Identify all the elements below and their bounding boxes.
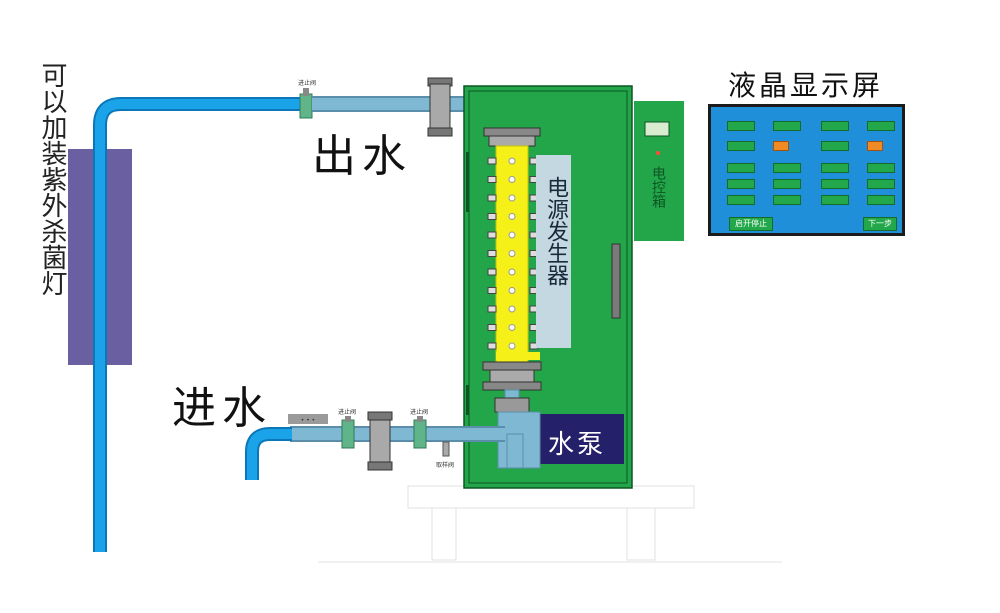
generator-bolt bbox=[487, 268, 497, 276]
lcd-status-cell bbox=[821, 179, 849, 189]
generator-bolt bbox=[487, 324, 497, 331]
top-valve[interactable] bbox=[299, 88, 313, 119]
lcd-status-cell bbox=[867, 121, 895, 131]
generator-node bbox=[508, 287, 516, 294]
water-pump bbox=[540, 414, 624, 464]
base-platform bbox=[318, 485, 782, 563]
lcd-status-cell bbox=[727, 179, 755, 189]
generator-bolt bbox=[487, 250, 497, 257]
lcd-status-cell bbox=[727, 121, 755, 131]
water-out-label: 出水 bbox=[312, 131, 412, 182]
generator-node bbox=[508, 231, 516, 239]
lcd-status-cell bbox=[773, 179, 801, 189]
top-flange bbox=[427, 77, 453, 137]
lcd-status-cell bbox=[867, 163, 895, 173]
lcd-status-cell bbox=[773, 163, 801, 173]
inlet-valve-1[interactable] bbox=[341, 416, 355, 449]
generator-node bbox=[508, 342, 516, 350]
lcd-status-cell bbox=[821, 141, 849, 151]
lcd-status-cell bbox=[773, 141, 789, 151]
lcd-status-cell bbox=[821, 195, 849, 205]
generator-bolt bbox=[487, 287, 497, 294]
generator-label: 电源发生器 bbox=[543, 176, 568, 286]
generator-label-panel bbox=[536, 155, 571, 348]
lcd-status-cell bbox=[867, 179, 895, 189]
inlet-valve-1-label: 进止阀 bbox=[338, 409, 357, 416]
generator-node bbox=[508, 213, 516, 220]
lcd-status-cell bbox=[821, 163, 849, 173]
generator-bolt bbox=[487, 157, 497, 165]
inlet-nameplate bbox=[288, 414, 328, 424]
generator-node bbox=[508, 176, 516, 183]
cabinet-hinge bbox=[466, 152, 469, 212]
control-box-indicator bbox=[656, 151, 660, 155]
generator-node bbox=[508, 157, 516, 165]
inlet-valve-2-label: 进止阀 bbox=[410, 409, 429, 416]
generator-bolt bbox=[487, 194, 497, 202]
pump-label: 水泵 bbox=[548, 430, 607, 460]
generator-bolt bbox=[487, 176, 497, 183]
lcd-status-cell bbox=[727, 163, 755, 173]
lcd-status-cell bbox=[821, 121, 849, 131]
svg-text:• • •: • • • bbox=[301, 417, 315, 424]
generator-bolts bbox=[487, 157, 539, 350]
sample-valve-label: 取样阀 bbox=[436, 462, 455, 469]
control-box-label: 电控箱 bbox=[650, 166, 666, 208]
water-in-label: 进水 bbox=[172, 383, 272, 434]
inlet-flange bbox=[367, 411, 393, 471]
generator-bolt bbox=[487, 213, 497, 220]
generator-node bbox=[508, 250, 516, 257]
lcd-next-button[interactable]: 下一步 bbox=[863, 217, 897, 231]
lcd-start-stop-button[interactable]: 启开停止 bbox=[729, 217, 773, 231]
generator-node bbox=[508, 194, 516, 202]
lcd-status-cell bbox=[727, 195, 755, 205]
sample-valve[interactable] bbox=[442, 441, 450, 457]
generator-bolt bbox=[487, 231, 497, 239]
lcd-status-cell bbox=[867, 141, 883, 151]
control-box-meter bbox=[644, 121, 670, 137]
uv-lamp-label: 可以加装紫外杀菌灯 bbox=[37, 62, 67, 296]
lcd-screen: 启开停止 下一步 bbox=[708, 104, 905, 236]
lcd-status-cell bbox=[773, 121, 801, 131]
generator-node bbox=[508, 324, 516, 331]
generator-node bbox=[508, 268, 516, 276]
lcd-title: 液晶显示屏 bbox=[728, 69, 884, 102]
lcd-status-cell bbox=[867, 195, 895, 205]
lcd-status-cell bbox=[773, 195, 801, 205]
generator-bolt bbox=[487, 305, 497, 313]
lower-flange bbox=[482, 361, 542, 413]
lcd-status-cell bbox=[727, 141, 755, 151]
inlet-valve-2[interactable] bbox=[413, 416, 427, 449]
generator-bolt bbox=[487, 342, 497, 350]
cabinet-handle[interactable] bbox=[611, 243, 621, 319]
generator-node bbox=[508, 305, 516, 313]
top-valve-label: 进止阀 bbox=[298, 80, 317, 87]
